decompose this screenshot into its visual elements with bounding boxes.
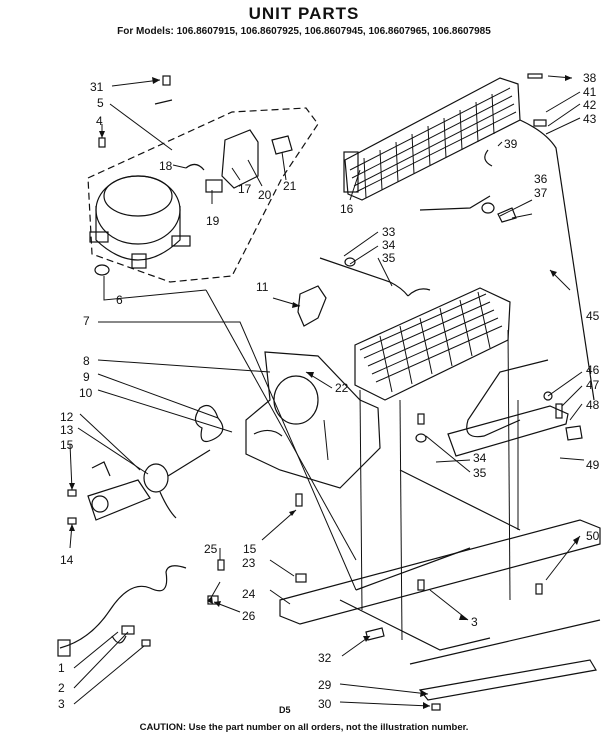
callout-22: 22 bbox=[335, 381, 349, 395]
callout-48: 48 bbox=[586, 398, 600, 412]
callout-6: 6 bbox=[116, 293, 123, 307]
callout-3b: 3 bbox=[471, 615, 478, 629]
callout-34-text: 34 bbox=[473, 451, 487, 465]
callout-37: 36 bbox=[534, 172, 548, 186]
callout-45: 45 bbox=[586, 309, 600, 323]
callout-26: 26 bbox=[242, 609, 256, 623]
callout-42: 42 bbox=[583, 98, 597, 112]
callout-10: 10 bbox=[79, 386, 93, 400]
callout-43: 43 bbox=[583, 112, 597, 126]
leader-lines bbox=[69, 75, 585, 707]
unit-frame bbox=[279, 405, 601, 711]
callout-41: 41 bbox=[583, 85, 597, 99]
compressor-group bbox=[87, 75, 319, 283]
condenser-coil bbox=[343, 73, 595, 401]
callout-9: 9 bbox=[83, 370, 90, 384]
callout-25: 25 bbox=[204, 542, 218, 556]
callout-11: 11 bbox=[256, 280, 269, 294]
callout-27: 31 bbox=[90, 80, 104, 94]
callout-32: 34 bbox=[382, 238, 396, 252]
caution-note: CAUTION: Use the part number on all orde… bbox=[139, 722, 469, 733]
callout-28: 32 bbox=[318, 651, 332, 665]
evaporator bbox=[319, 257, 511, 401]
callout-5: 5 bbox=[97, 96, 104, 110]
callout-29: 29 bbox=[318, 678, 332, 692]
callout-50: 50 bbox=[586, 529, 600, 543]
diagram-code: D5 bbox=[279, 705, 291, 715]
callout-13: 13 bbox=[60, 423, 74, 437]
callout-24: 24 bbox=[242, 587, 256, 601]
callout-36: 38 bbox=[583, 71, 597, 85]
callout-46: 46 bbox=[586, 363, 600, 377]
callout-12: 12 bbox=[60, 410, 74, 424]
bracket-part bbox=[297, 285, 327, 327]
page-title: UNIT PARTS bbox=[248, 4, 360, 23]
arrow-heads bbox=[69, 75, 580, 709]
callout-18: 18 bbox=[159, 159, 173, 173]
callout-2: 2 bbox=[58, 681, 65, 695]
callout-35-text: 35 bbox=[473, 466, 487, 480]
callout-15a: 15 bbox=[60, 438, 74, 452]
callout-31: 33 bbox=[382, 225, 396, 239]
fan-motor bbox=[67, 405, 224, 525]
callout-labels: 31 5 4 18 17 19 20 21 6 7 8 9 10 12 13 1… bbox=[58, 71, 600, 711]
callout-33: 35 bbox=[382, 251, 396, 265]
model-list: For Models: 106.8607915, 106.8607925, 10… bbox=[117, 26, 491, 37]
callout-30: 30 bbox=[318, 697, 332, 711]
power-cord bbox=[57, 559, 225, 657]
callout-8: 8 bbox=[83, 354, 90, 368]
callout-4: 4 bbox=[96, 114, 103, 128]
callout-7: 7 bbox=[83, 314, 90, 328]
callout-17: 17 bbox=[238, 182, 252, 196]
callout-38: 37 bbox=[534, 186, 548, 200]
callout-20: 20 bbox=[258, 188, 272, 202]
callout-1: 1 bbox=[58, 661, 65, 675]
callout-49: 49 bbox=[586, 458, 600, 472]
callout-21: 21 bbox=[283, 179, 297, 193]
callout-14: 14 bbox=[60, 553, 74, 567]
callout-16: 16 bbox=[340, 202, 354, 216]
callout-19: 19 bbox=[206, 214, 220, 228]
callout-39: 39 bbox=[504, 137, 518, 151]
callout-3a: 3 bbox=[58, 697, 65, 711]
drain-tube bbox=[466, 359, 583, 441]
callout-47: 47 bbox=[586, 378, 600, 392]
callout-23: 23 bbox=[242, 556, 256, 570]
callout-15b: 15 bbox=[243, 542, 257, 556]
